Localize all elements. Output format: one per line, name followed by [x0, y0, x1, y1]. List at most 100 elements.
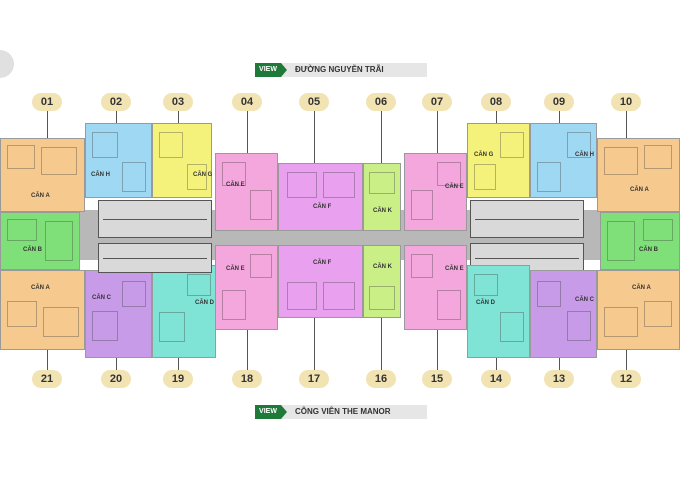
room [411, 254, 433, 278]
room [122, 162, 146, 192]
leader-line [178, 111, 179, 123]
unit-number-04: 04 [232, 93, 262, 111]
room [159, 312, 185, 342]
unit-number-21: 21 [32, 370, 62, 388]
room [287, 172, 317, 198]
unit-label: CĂN A [630, 187, 649, 193]
leader-line [559, 111, 560, 123]
room [222, 290, 246, 320]
unit-label: CĂN B [23, 247, 42, 253]
unit-number-14: 14 [481, 370, 511, 388]
room [369, 172, 395, 194]
unit-21: CĂN A [0, 270, 85, 350]
view-text-top: ĐƯỜNG NGUYỄN TRÃI [295, 65, 384, 74]
room [43, 307, 79, 337]
unit-03: CĂN G [152, 123, 212, 198]
leader-line [381, 318, 382, 370]
unit-number-19: 19 [163, 370, 193, 388]
unit-13: CĂN C [530, 270, 597, 358]
room [437, 162, 461, 186]
unit-label: CĂN E [226, 182, 245, 188]
unit-02: CĂN H [85, 123, 152, 198]
unit-label: CĂN B [639, 247, 658, 253]
leader-line [626, 350, 627, 370]
leader-line [116, 111, 117, 123]
unit-11-left: CĂN B [0, 212, 80, 270]
leader-line [47, 111, 48, 141]
unit-05: CĂN F [278, 163, 363, 231]
unit-11-right: CĂN B [600, 212, 680, 270]
unit-label: CĂN F [313, 204, 332, 210]
leader-line [437, 330, 438, 370]
unit-04: CĂN E [215, 153, 278, 231]
left-core-stair [98, 200, 212, 238]
unit-number-08: 08 [481, 93, 511, 111]
unit-label: CĂN G [474, 152, 494, 158]
room [187, 164, 207, 190]
unit-label: CĂN A [632, 285, 651, 291]
unit-number-09: 09 [544, 93, 574, 111]
room [45, 221, 73, 261]
room [567, 132, 591, 158]
unit-label: CĂN E [445, 266, 464, 272]
room [92, 132, 118, 158]
unit-label: CĂN C [92, 295, 111, 301]
room [607, 221, 635, 261]
view-tag-bottom: VIEW [255, 405, 287, 419]
room [604, 147, 638, 175]
room [122, 281, 146, 307]
unit-number-02: 02 [101, 93, 131, 111]
room [411, 190, 433, 220]
room [500, 312, 524, 342]
leader-line [247, 111, 248, 153]
unit-14: CĂN D [467, 265, 530, 358]
page-corner-circle [0, 50, 14, 78]
unit-label: CĂN C [575, 297, 594, 303]
leader-line [626, 111, 627, 141]
room [643, 219, 673, 241]
unit-number-15: 15 [422, 370, 452, 388]
leader-line [314, 111, 315, 163]
unit-18: CĂN E [215, 245, 278, 330]
unit-number-06: 06 [366, 93, 396, 111]
room [222, 162, 246, 186]
right-core-stair [470, 200, 584, 238]
unit-number-07: 07 [422, 93, 452, 111]
room [287, 282, 317, 310]
unit-number-10: 10 [611, 93, 641, 111]
view-tag-top: VIEW [255, 63, 287, 77]
room [7, 219, 37, 241]
room [323, 172, 355, 198]
room [567, 311, 591, 341]
room [474, 164, 496, 190]
unit-12: CĂN A [597, 270, 680, 350]
unit-number-03: 03 [163, 93, 193, 111]
unit-number-13: 13 [544, 370, 574, 388]
unit-01: CĂN A [0, 138, 85, 212]
room [187, 274, 211, 296]
room [537, 162, 561, 192]
leader-line [559, 358, 560, 370]
room [7, 301, 37, 327]
unit-number-16: 16 [366, 370, 396, 388]
unit-20: CĂN C [85, 270, 152, 358]
unit-label: CĂN G [193, 172, 213, 178]
view-bar-top: VIEW ĐƯỜNG NGUYỄN TRÃI [255, 63, 427, 77]
unit-16: CĂN K [363, 245, 401, 318]
unit-number-18: 18 [232, 370, 262, 388]
leader-line [47, 350, 48, 370]
unit-06: CĂN K [363, 163, 401, 231]
left-core-elevators [98, 243, 212, 273]
room [92, 311, 118, 341]
unit-label: CĂN H [575, 152, 594, 158]
room [250, 254, 272, 278]
unit-label: CĂN K [373, 208, 392, 214]
unit-number-05: 05 [299, 93, 329, 111]
unit-label: CĂN H [91, 172, 110, 178]
leader-line [496, 111, 497, 123]
unit-label: CĂN F [313, 260, 332, 266]
leader-line [116, 358, 117, 370]
unit-07: CĂN E [404, 153, 467, 231]
unit-label: CĂN D [476, 300, 495, 306]
view-text-bottom: CÔNG VIÊN THE MANOR [295, 407, 391, 416]
